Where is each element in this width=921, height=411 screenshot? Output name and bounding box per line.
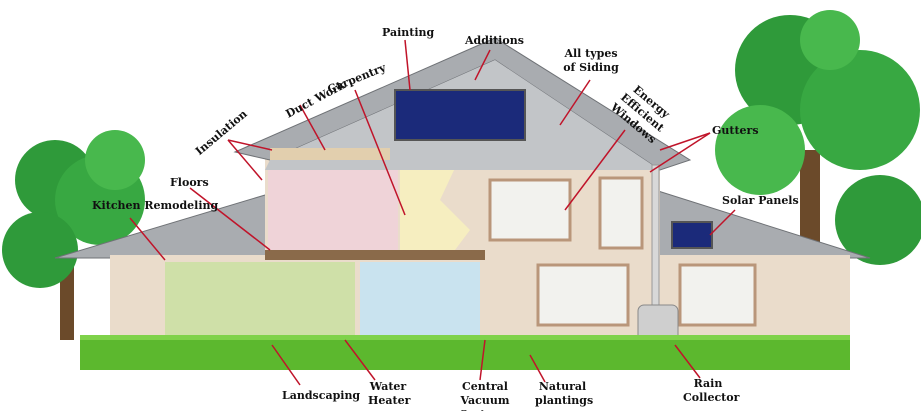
label-kitchen-remodeling: Kitchen Remodeling [92, 199, 219, 212]
porch-solar-panel [671, 221, 713, 249]
label-painting: Painting [382, 26, 435, 39]
label-solar-panels: Solar Panels [722, 194, 799, 207]
label-gutters: Gutters [712, 124, 759, 137]
label-natural-plantings: Natural plantings [535, 380, 594, 407]
label-central-vacuum: Central Vacuum Systems [460, 380, 510, 411]
label-siding: All types of Siding [563, 47, 619, 74]
label-water-heater: Water Heater [368, 380, 411, 407]
label-floors: Floors [170, 176, 209, 189]
left-tree [2, 130, 145, 340]
label-landscaping: Landscaping [282, 389, 361, 402]
roof-solar-panel [394, 89, 526, 141]
label-additions: Additions [465, 34, 524, 47]
callout-arrows [129, 39, 736, 386]
label-rain-collector: Rain Collector [683, 377, 740, 404]
right-tree [715, 10, 921, 340]
